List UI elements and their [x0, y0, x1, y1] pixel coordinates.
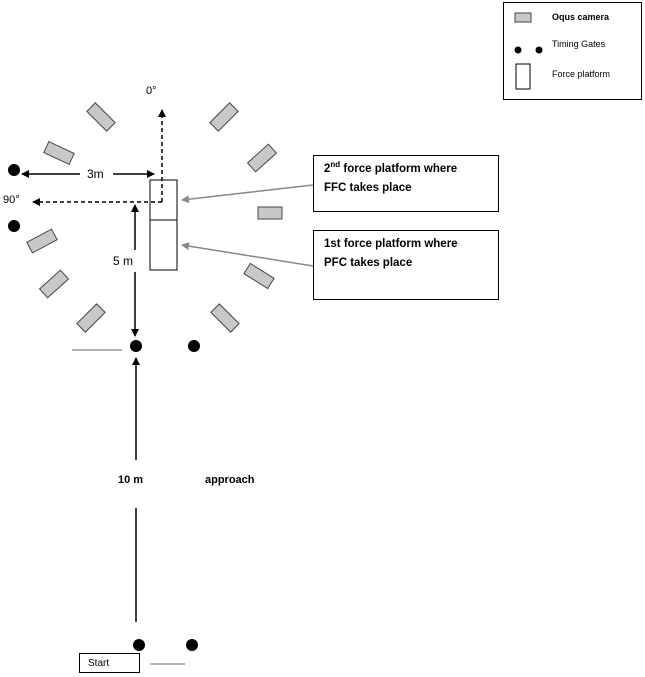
- camera-icon: [246, 143, 278, 173]
- camera-array: [26, 102, 283, 333]
- callout-first-line2: PFC takes place: [324, 257, 413, 269]
- callout-second-line1-rest: force platform where: [340, 163, 458, 175]
- approach-label: approach: [205, 474, 255, 486]
- callout-second-platform: 2nd force platform where FFC takes place: [313, 155, 499, 212]
- camera-icon: [86, 102, 116, 132]
- legend-camera-icon: [514, 12, 532, 23]
- callout-second-pointer: [181, 184, 314, 204]
- force-platform-first: [149, 219, 178, 271]
- camera-icon: [210, 303, 240, 333]
- callout-first-line1: 1st force platform where: [324, 238, 458, 250]
- start-label: Start: [88, 658, 110, 669]
- timing-gates: [8, 164, 200, 651]
- callout-second-line1: 2nd force platform where: [324, 160, 498, 179]
- timing-gate-dot: [130, 340, 142, 352]
- timing-gate-dot: [8, 164, 20, 176]
- legend-gate-icon: [535, 46, 543, 54]
- callout-second-line2: FFC takes place: [324, 182, 412, 194]
- callout-first-pointer: [181, 242, 314, 267]
- camera-icon: [209, 102, 239, 132]
- legend-gate-icon: [514, 46, 522, 54]
- ninety-degree-label: 90°: [3, 194, 20, 206]
- legend-gates-label: Timing Gates: [552, 39, 606, 49]
- camera-icon: [26, 228, 58, 254]
- camera-icon: [76, 303, 106, 333]
- ten-metre-label: 10 m: [118, 474, 144, 486]
- legend: Oqus camera Timing Gates Force platform: [503, 2, 642, 100]
- zero-degree-label: 0°: [146, 85, 157, 97]
- camera-icon: [43, 140, 75, 166]
- callout-second-ordinal-suffix: nd: [330, 160, 341, 170]
- timing-gate-dot: [186, 639, 198, 651]
- callout-second-ordinal: 2: [324, 163, 331, 175]
- legend-platform-label: Force platform: [552, 69, 611, 79]
- force-platform-second: [149, 179, 178, 221]
- force-platforms: [149, 179, 178, 271]
- five-metre-label: 5 m: [113, 254, 134, 268]
- camera-icon: [257, 206, 283, 220]
- timing-gate-dot: [133, 639, 145, 651]
- legend-platform-icon: [515, 63, 531, 90]
- legend-camera-label: Oqus camera: [552, 12, 610, 22]
- start-box: Start: [79, 653, 140, 673]
- camera-icon: [243, 262, 275, 290]
- timing-gate-dot: [188, 340, 200, 352]
- callout-first-platform: 1st force platform where PFC takes place: [313, 230, 499, 300]
- three-metre-label: 3m: [87, 167, 104, 181]
- camera-icon: [38, 269, 70, 299]
- timing-gate-dot: [8, 220, 20, 232]
